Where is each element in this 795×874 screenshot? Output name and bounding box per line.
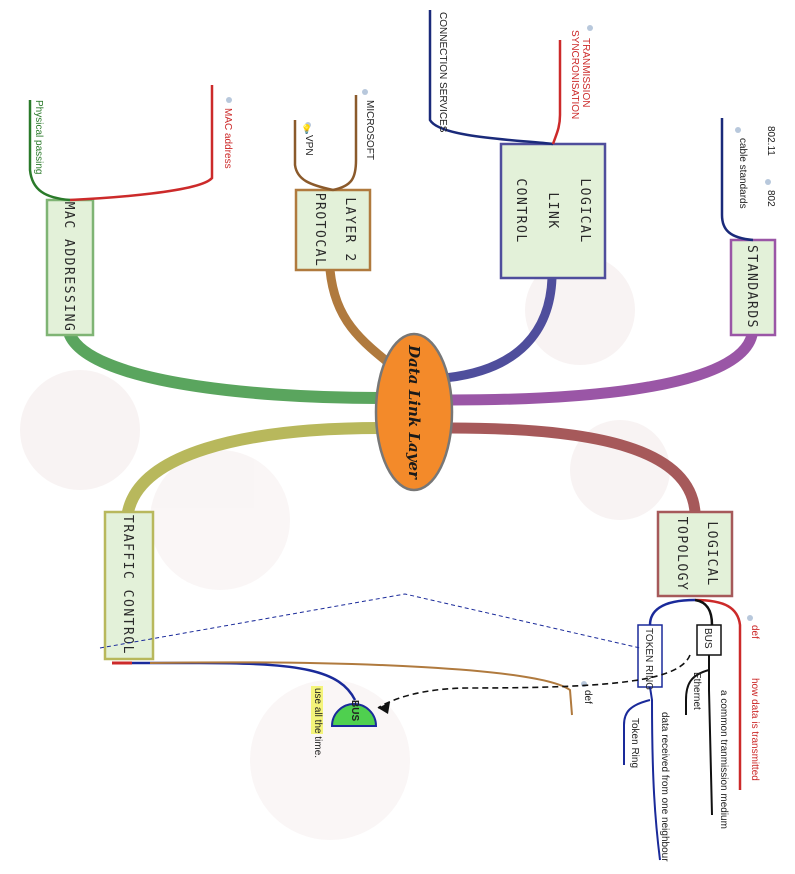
branch-layer2-protocol <box>325 265 400 373</box>
branch-mac-addressing <box>64 329 386 404</box>
llc-leaves: CONNECTION SERVICES TRANMISSION SYNCRONI… <box>428 10 593 146</box>
branch-logical-topology <box>444 422 701 518</box>
llc-line1: LOGICAL <box>577 178 592 243</box>
main-branches <box>64 265 758 518</box>
leaf-microsoft: MICROSOFT <box>364 100 375 160</box>
leaf-mac-address: MAC address <box>222 108 233 169</box>
leaf-data-received: data received from one neighbour <box>659 712 670 862</box>
leaf-cable-standards: cable standards <box>737 138 748 209</box>
leaf-token-ring-2: Token Ring <box>629 718 640 768</box>
bus-box <box>696 624 722 656</box>
token-ring-box <box>637 624 663 688</box>
leaf-802: 802 <box>765 190 776 207</box>
topology-line1: LOGICAL <box>704 521 719 586</box>
mac-addressing-label: MAC ADDRESSING <box>61 202 76 333</box>
leaf-physical-passing: Physical passing <box>33 100 44 174</box>
node-traffic-control[interactable]: TRAFFIC CONTROL <box>103 510 155 661</box>
bus-callout-text: use all the time. <box>312 688 323 758</box>
node-mac-addressing[interactable]: MAC ADDRESSING <box>45 198 95 337</box>
branch-standards <box>444 329 758 406</box>
branch-traffic-control <box>122 422 386 518</box>
node-layer2-protocol[interactable]: LAYER 2 PROTOCAL <box>294 188 372 272</box>
branch-logical-link-control <box>440 273 557 383</box>
leaf-token-ring: TOKEN RING <box>643 628 654 690</box>
layer2-line1: LAYER 2 <box>342 197 357 262</box>
leaf-transmission-line1: TRANMISSION <box>580 38 591 107</box>
standards-label: STANDARDS <box>744 245 759 329</box>
leaf-def-2: def <box>582 690 593 704</box>
leaf-vpn: VPN <box>303 135 314 156</box>
topology-leaves: def how data is transmitted BUS a common… <box>623 598 760 862</box>
leaf-bus: BUS <box>702 628 713 649</box>
leaf-connection-services: CONNECTION SERVICES <box>437 12 448 133</box>
mac-addressing-leaves: Physical passing MAC address <box>28 85 233 202</box>
lightbulb-icon: 💡 <box>301 123 312 134</box>
bus-callout: use all the time. <box>311 686 323 758</box>
relationship-lines <box>99 593 691 714</box>
layer2-leaves: VPN MICROSOFT 💡 <box>293 89 375 192</box>
standards-leaves: 802.11 802 cable standards <box>720 118 776 242</box>
leaf-802-11: 802.11 <box>765 126 776 156</box>
topology-line2: TOPOLOGY <box>674 517 689 592</box>
llc-line3: CONTROL <box>513 178 528 243</box>
bus-marker-label: BUS <box>349 700 360 721</box>
traffic-control-label: TRAFFIC CONTROL <box>120 515 135 655</box>
leaf-def: def <box>749 625 760 639</box>
leaf-transmission-line2: SYNCRONISATION <box>569 30 580 119</box>
leaf-ethernet: Ethernet <box>691 672 702 710</box>
leaf-common-medium: a common tranmission medium <box>718 690 729 829</box>
node-logical-topology[interactable]: LOGICAL TOPOLOGY <box>656 510 734 598</box>
llc-line2: LINK <box>545 192 560 229</box>
bus-marker[interactable]: BUS <box>330 700 378 727</box>
node-standards[interactable]: STANDARDS <box>729 238 777 337</box>
node-logical-link-control[interactable]: LOGICAL LINK CONTROL <box>499 142 607 280</box>
layer2-line2: PROTOCAL <box>312 193 327 268</box>
leaf-how-data-transmitted: how data is transmitted <box>749 678 760 781</box>
center-node[interactable]: Data Link Layer <box>374 332 454 492</box>
center-title: Data Link Layer <box>405 344 423 480</box>
background-decor <box>20 255 670 840</box>
